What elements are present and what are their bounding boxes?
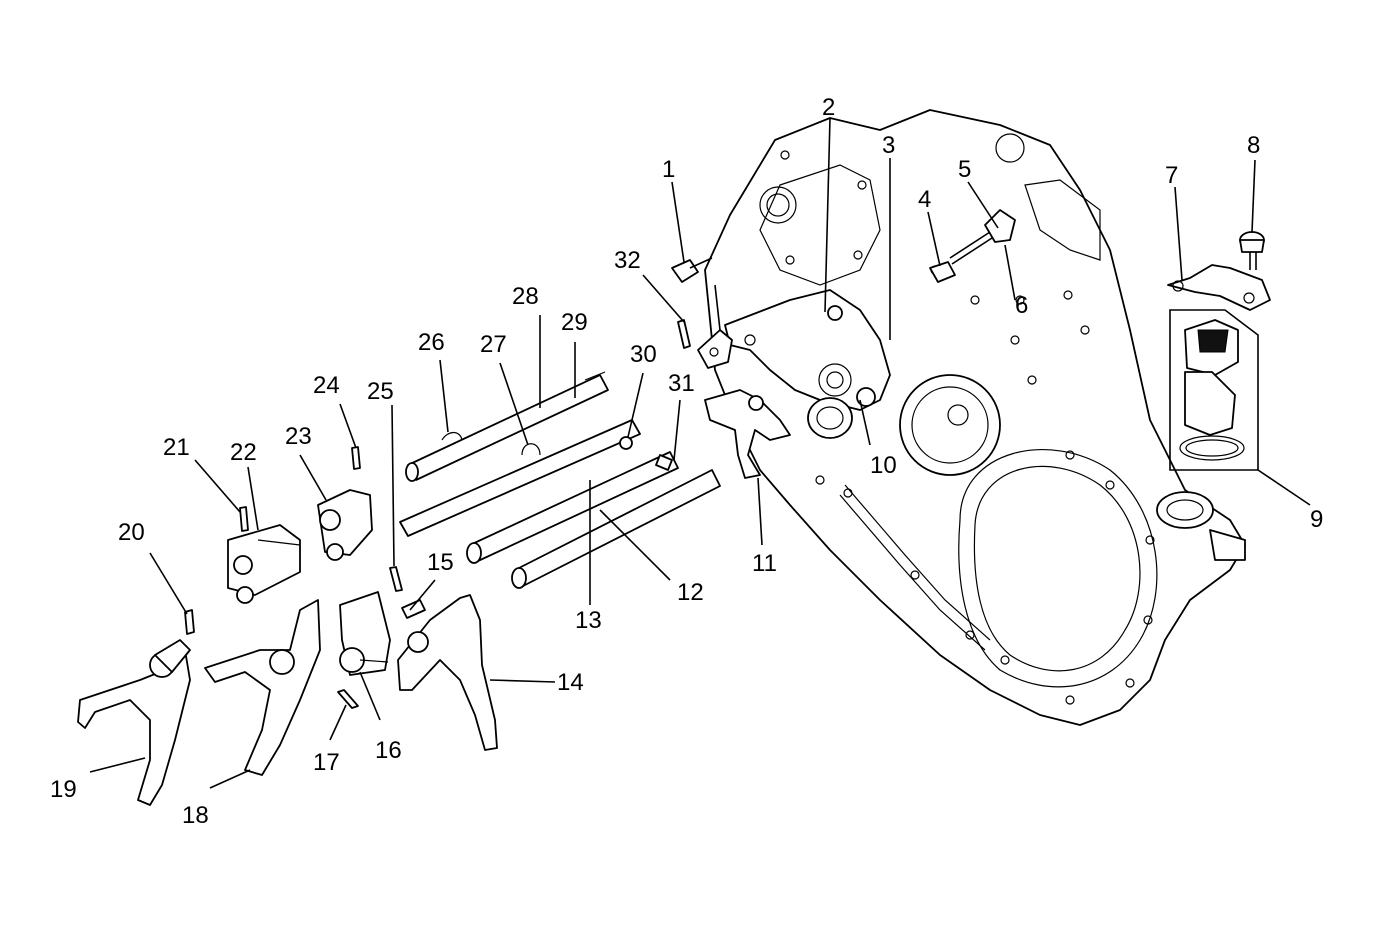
callout-labels: 1 2 3 4 5 6 7 8 9 10 11 12 13 14 15 16 1…: [50, 94, 1323, 829]
pin-20: [184, 609, 195, 635]
bracket-4: [929, 261, 956, 283]
callout-17: 17: [313, 749, 340, 776]
callout-14: 14: [557, 669, 584, 696]
callout-3: 3: [882, 132, 895, 159]
shift-fork-14: [397, 594, 498, 751]
shift-rail-29: [399, 419, 641, 537]
shift-fork-19: [77, 639, 191, 806]
callout-8: 8: [1247, 132, 1260, 159]
switch-assembly-9: [1169, 309, 1259, 471]
callout-25: 25: [367, 378, 394, 405]
callout-23: 23: [285, 423, 312, 450]
callout-18: 18: [182, 802, 209, 829]
callout-9: 9: [1310, 506, 1323, 533]
callout-27: 27: [480, 331, 507, 358]
callout-16: 16: [375, 737, 402, 764]
pin-21: [239, 506, 249, 532]
callout-24: 24: [313, 372, 340, 399]
bolt-8: [1239, 231, 1265, 270]
callout-7: 7: [1165, 162, 1178, 189]
callout-11: 11: [752, 550, 777, 577]
callout-32: 32: [614, 247, 641, 274]
callout-30: 30: [630, 341, 657, 368]
shift-block-16: [339, 591, 391, 676]
spring-15: [401, 599, 426, 619]
callout-28: 28: [512, 283, 539, 310]
housing-bolt-holes: [780, 150, 1155, 705]
callout-4: 4: [918, 186, 931, 213]
leader-lines: [89, 117, 1311, 789]
shift-fork-18: [204, 599, 321, 776]
callout-13: 13: [575, 607, 602, 634]
clip-7: [1167, 264, 1271, 311]
callout-5: 5: [958, 156, 971, 183]
pin-24: [351, 446, 361, 470]
shift-rail-13: [466, 451, 679, 564]
shift-rail-26-27: [405, 371, 609, 482]
callout-2: 2: [822, 94, 835, 121]
callout-19: 19: [50, 776, 77, 803]
shift-block-22: [227, 524, 301, 604]
callout-21: 21: [163, 434, 190, 461]
shift-block-23: [317, 489, 373, 561]
plug-5: [949, 209, 1016, 265]
callout-12: 12: [677, 579, 704, 606]
callout-10: 10: [870, 452, 897, 479]
transmission-housing: [704, 109, 1246, 726]
callout-1: 1: [662, 156, 675, 183]
callout-15: 15: [427, 549, 454, 576]
selector-plate: [697, 289, 891, 411]
spring-25: [389, 566, 403, 592]
callout-22: 22: [230, 439, 257, 466]
callout-29: 29: [561, 309, 588, 336]
spring-pin-32: [677, 319, 691, 349]
spring-17: [337, 689, 359, 709]
bolt-1: [671, 257, 713, 283]
callout-26: 26: [418, 329, 445, 356]
callout-20: 20: [118, 519, 145, 546]
callout-31: 31: [668, 370, 695, 397]
callout-6: 6: [1015, 292, 1028, 319]
